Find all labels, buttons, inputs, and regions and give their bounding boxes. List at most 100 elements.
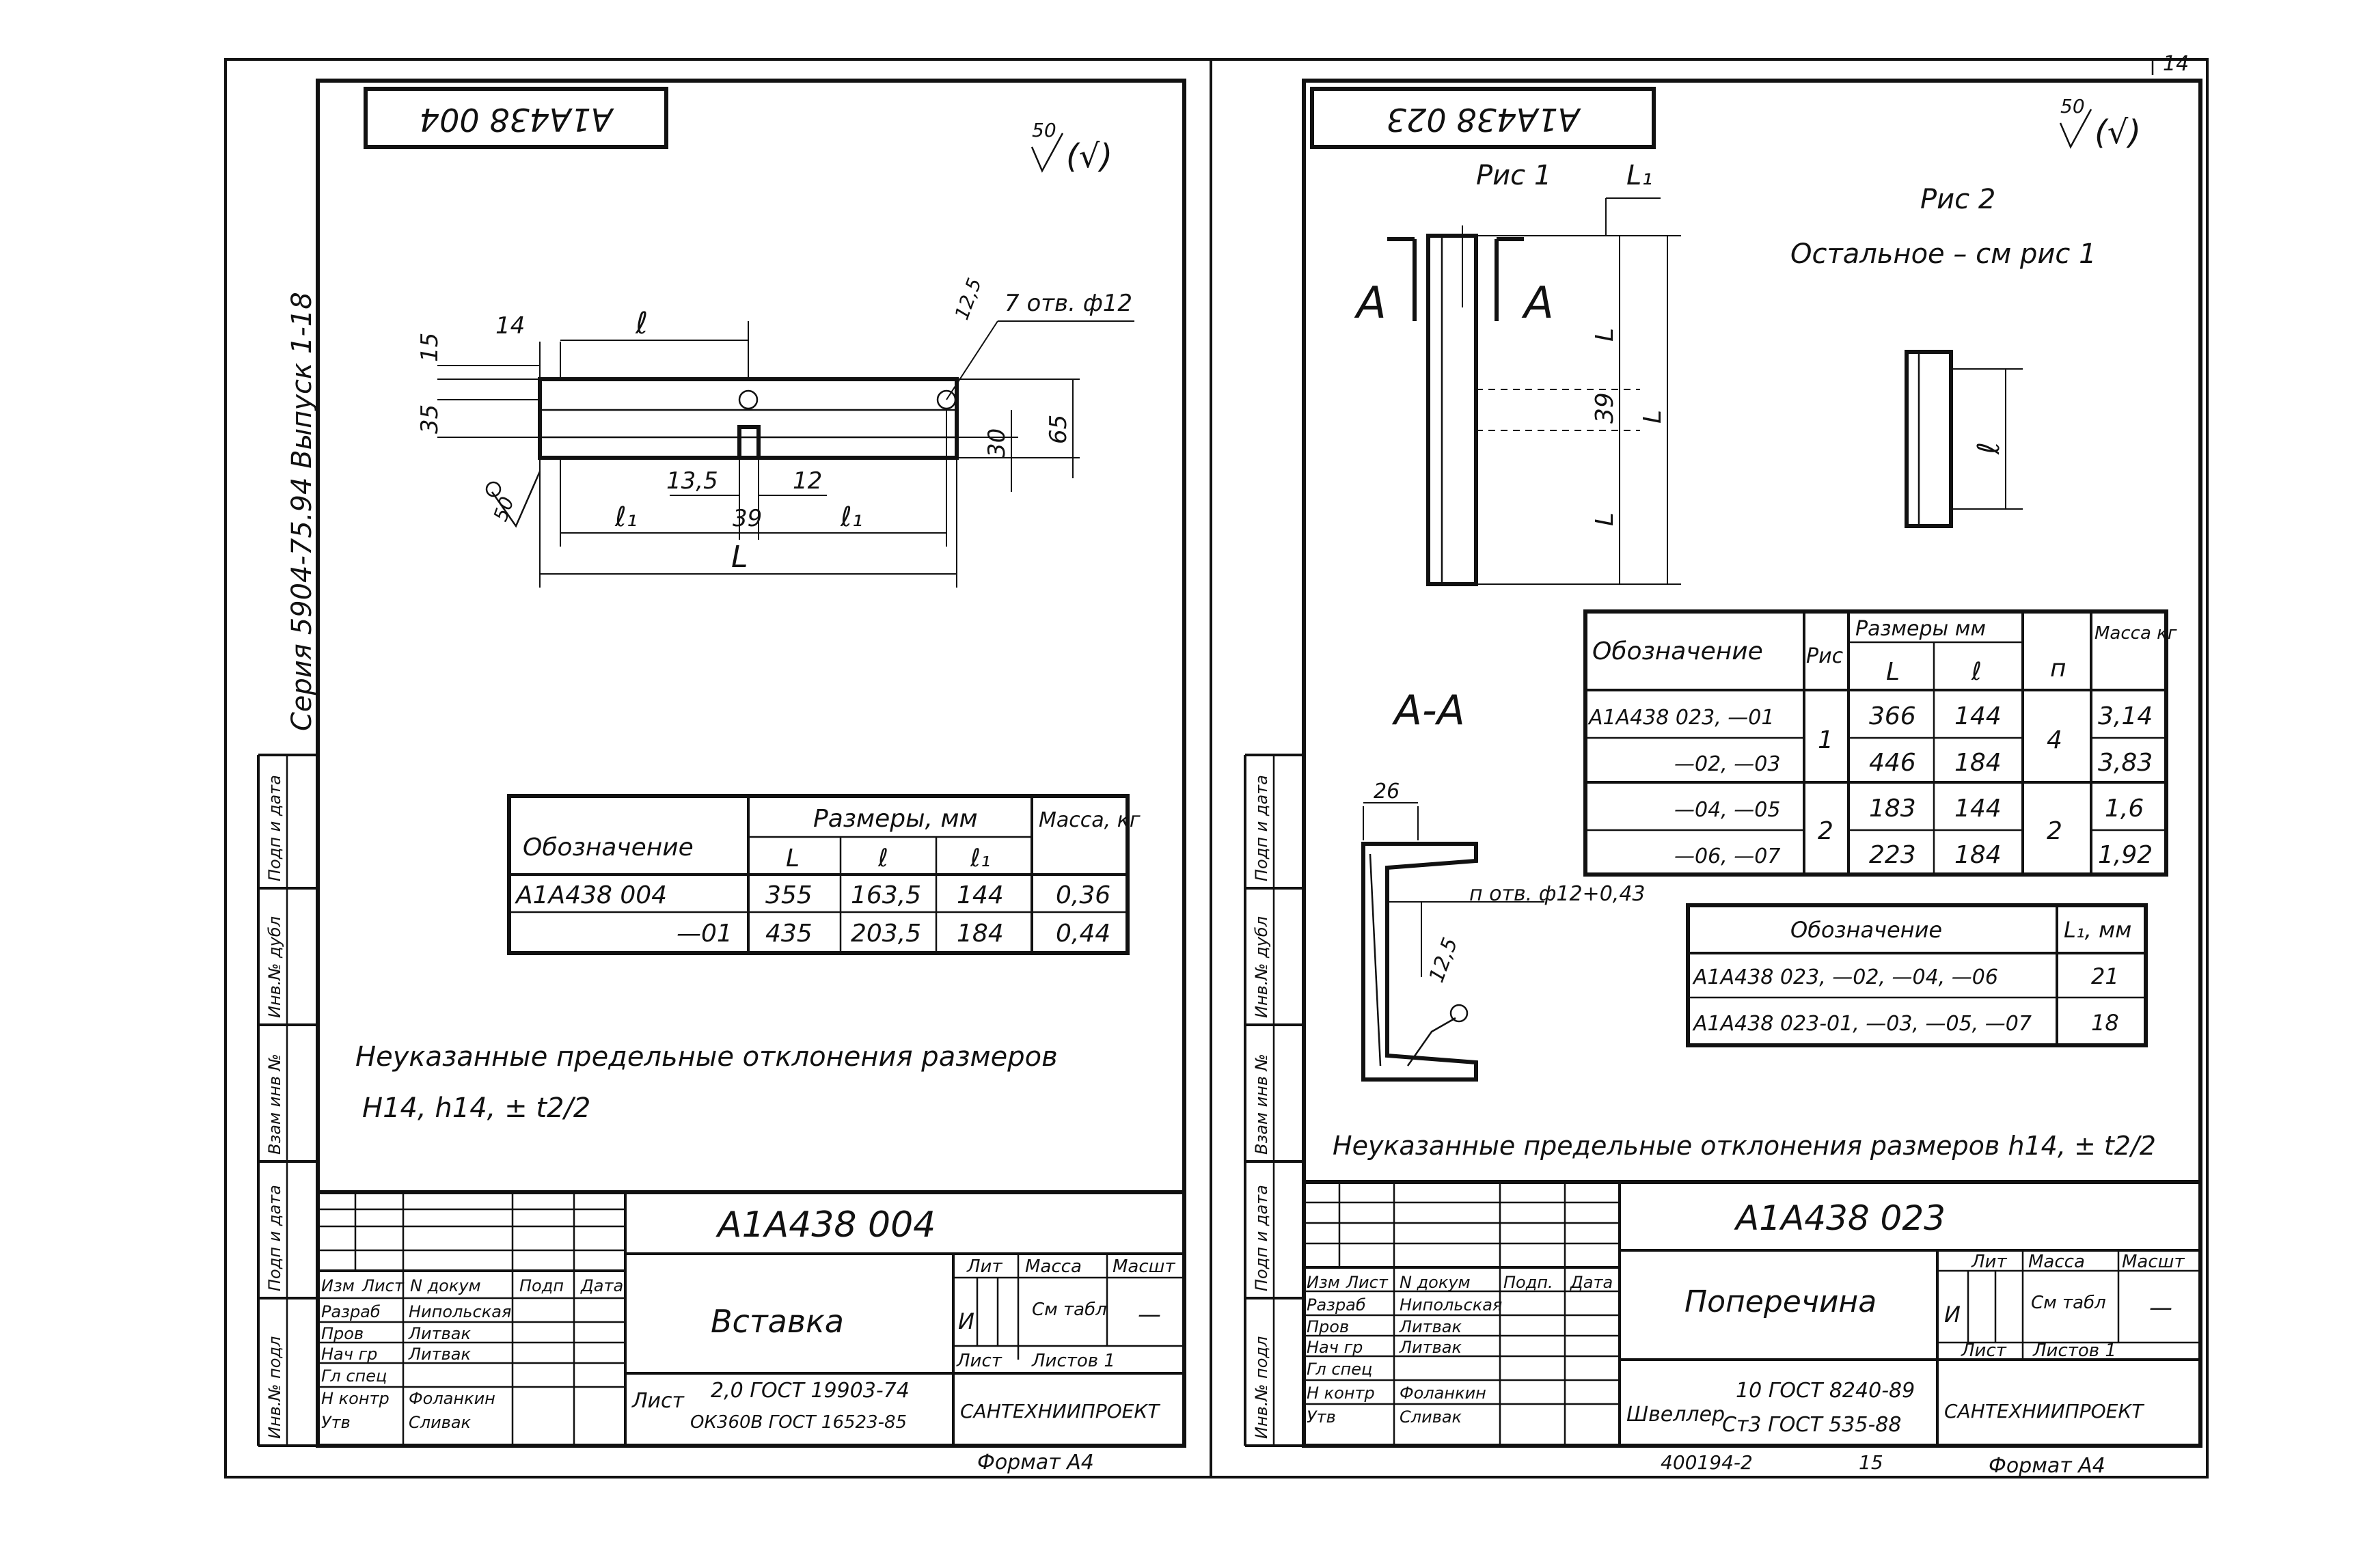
left-title-block [318, 1190, 1184, 1446]
right-tb-lit: Лит [1971, 1252, 2007, 1272]
svg-text:L: L [1591, 512, 1619, 526]
section-dim-26: 26 [1374, 780, 1400, 803]
svg-text:15: 15 [416, 333, 444, 362]
side-label-r4: Подп и дата [1252, 1185, 1271, 1291]
section-mark-right: А [1521, 278, 1554, 329]
right-tb-role-4: Гл спец [1307, 1360, 1372, 1379]
svg-text:35: 35 [416, 404, 444, 434]
right-title-block [1304, 1180, 2200, 1446]
right-tb-person-2: Литвак [1399, 1317, 1462, 1336]
svg-text:50: 50 [2060, 95, 2085, 118]
t1-row1-L: 366 [1869, 702, 1916, 730]
left-tb-lit: Лит [966, 1256, 1002, 1277]
left-tb-lit-val: И [958, 1308, 974, 1334]
t1-row1-designation: А1А438 023, —01 [1587, 706, 1774, 730]
insert-table-h-l1: ℓ₁ [970, 844, 990, 872]
right-tb-org: САНТЕХНИИПРОЕКТ [1944, 1400, 2144, 1422]
left-tb-part-name: Вставка [711, 1303, 844, 1340]
right-tb-col-ndok: N докум [1400, 1273, 1471, 1292]
crossbar-sizes-table [1583, 609, 2168, 877]
right-stamp: А1А438 023 [1310, 87, 1656, 149]
t2-row1-L1: 21 [2091, 963, 2119, 989]
right-tb-role-6: Утв [1307, 1407, 1336, 1427]
insert-table-h-designation: Обозначение [523, 834, 694, 862]
left-tb-col-list: Лист [361, 1276, 405, 1295]
left-format: Формат А4 [977, 1450, 1094, 1474]
outer-frame [224, 58, 2209, 1478]
left-tb-sheets: Листов 1 [1031, 1351, 1115, 1371]
insert-row1-l: 163,5 [851, 881, 921, 909]
insert-row2-L: 435 [765, 920, 813, 948]
svg-text:L: L [1591, 328, 1619, 342]
right-roughness-mark: 50 (√) [2059, 95, 2141, 152]
t1-h-n: п [2050, 655, 2066, 683]
insert-row2-mass: 0,44 [1056, 920, 1110, 948]
right-tb-material-1: 10 ГОСТ 8240-89 [1736, 1379, 1915, 1403]
t1-row3-mass: 1,6 [2105, 795, 2144, 823]
svg-text:А1А438 023: А1А438 023 [1387, 101, 1581, 138]
section-aa-profile [1361, 802, 1544, 1082]
fig2-dim-l: ℓ [1971, 442, 2006, 455]
right-format: Формат А4 [1989, 1454, 2105, 1478]
t1-row2-L: 446 [1869, 749, 1916, 777]
side-label-2: Инв.№ дубл [265, 916, 284, 1018]
right-tb-role-3: Нач гр [1307, 1338, 1363, 1357]
right-tb-col-podp: Подп. [1503, 1273, 1553, 1292]
left-tb-material-label: Лист [631, 1389, 685, 1413]
insert-sizes-table [507, 794, 1130, 955]
left-tb-role-6: Утв [321, 1413, 351, 1432]
t1-row2-designation: —02, —03 [1674, 752, 1780, 776]
left-side-columns [257, 754, 318, 1447]
left-tb-role-3: Нач гр [321, 1345, 377, 1364]
left-stamp-code: А1А438 004 [420, 101, 614, 138]
insert-table-h-l: ℓ [877, 844, 888, 872]
right-tb-role-1: Разраб [1307, 1295, 1366, 1315]
svg-text:7 отв. ф12: 7 отв. ф12 [1005, 290, 1132, 317]
insert-row1-l1: 144 [957, 881, 1004, 909]
insert-tolerance-note-1: Неуказанные предельные отклонения размер… [355, 1041, 1058, 1073]
series-label: Серия 5904-75.94 Выпуск 1-18 [286, 292, 318, 731]
insert-row2-l: 203,5 [851, 920, 921, 948]
t1-h-L: L [1886, 658, 1900, 686]
t1-row3-L: 183 [1869, 795, 1916, 823]
side-label-r5: Инв.№ подл [1252, 1336, 1271, 1439]
side-label-r3: Взам инв № [1252, 1054, 1271, 1155]
left-tb-role-4: Гл спец [321, 1366, 387, 1386]
section-holes: п отв. ф12+0,43 [1469, 882, 1646, 906]
right-sheet-frame [1302, 79, 2202, 1448]
t1-row3-n: 2 [2047, 817, 2062, 845]
right-tb-scale: Масшт [2122, 1252, 2185, 1272]
svg-text:12: 12 [793, 467, 822, 495]
right-tb-material-2: Ст3 ГОСТ 535-88 [1722, 1413, 1901, 1437]
svg-text:ℓ: ℓ [635, 306, 648, 341]
crossbar-tolerance-note: Неуказанные предельные отклонения размер… [1333, 1131, 2156, 1161]
dim-L1-label: L₁ [1626, 160, 1652, 191]
left-sheet-frame [316, 79, 1186, 1448]
insert-row2-l1: 184 [957, 920, 1004, 948]
right-tb-doc-code: А1А438 023 [1734, 1198, 1946, 1238]
left-tb-person-1: Нипольская [409, 1302, 511, 1321]
left-tb-org: САНТЕХНИИПРОЕКТ [960, 1400, 1160, 1422]
t1-row2-mass: 3,83 [2098, 749, 2153, 777]
left-tb-role-5: Н контр [321, 1389, 390, 1408]
left-tb-material-1: 2,0 ГОСТ 19903-74 [711, 1379, 910, 1403]
svg-text:ℓ₁: ℓ₁ [840, 501, 863, 533]
left-tb-col-ndok: N докум [410, 1276, 481, 1295]
t1-h-designation: Обозначение [1592, 637, 1763, 665]
svg-text:30: 30 [983, 428, 1011, 458]
left-tb-person-3: Литвак [408, 1345, 471, 1364]
right-side-columns [1244, 754, 1304, 1447]
t1-row4-L: 223 [1869, 841, 1916, 869]
insert-table-h-L: L [786, 844, 800, 872]
right-tb-sheets: Листов 1 [2032, 1340, 2116, 1361]
insert-row1-L: 355 [765, 881, 813, 909]
t1-row1-fig: 1 [1818, 726, 1833, 754]
left-stamp: А1А438 004 [364, 87, 668, 149]
t2-row2-designation: А1А438 023-01, —03, —05, —07 [1692, 1012, 2032, 1036]
t1-row1-mass: 3,14 [2098, 702, 2153, 730]
left-tb-col-izm: Изм [321, 1276, 355, 1295]
side-label-r2: Инв.№ дубл [1252, 916, 1271, 1018]
right-tb-person-1: Нипольская [1400, 1295, 1502, 1315]
svg-text:(√): (√) [1066, 137, 1113, 176]
right-tb-col-data: Дата [1570, 1273, 1613, 1292]
